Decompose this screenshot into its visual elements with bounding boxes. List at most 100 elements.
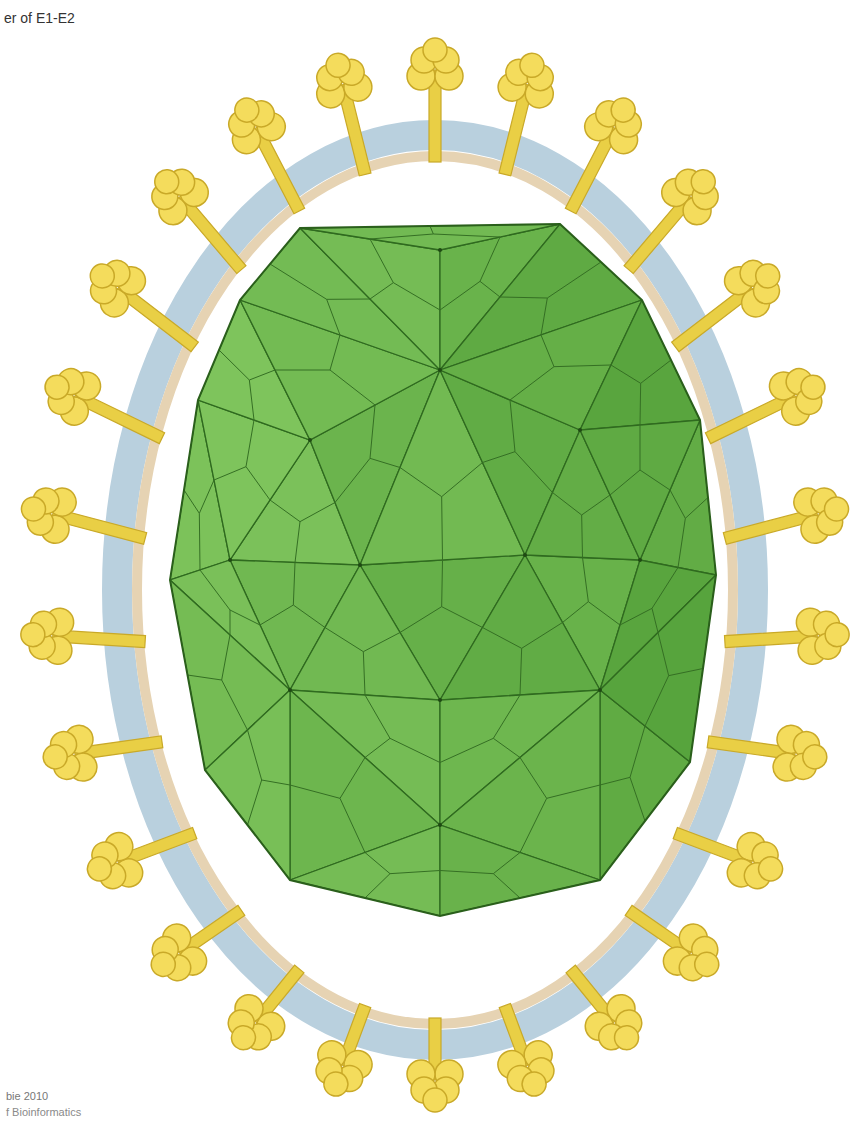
capsomer-edge [440,281,480,310]
spike-head-lobe [84,853,115,884]
capsomer-edge [248,730,262,780]
capsomer-edge [640,383,642,425]
capsomer-edge [246,467,270,500]
capsomer-edge [300,503,335,522]
capsomer-edge [249,370,275,380]
capsid-vertex [523,553,527,557]
capsomer-edge [184,490,199,513]
e1-e2-spike [718,479,856,566]
capsomer-edge [493,874,520,898]
capsomer-edge [370,458,400,467]
capsomer-edge [493,695,520,738]
capsid-vertex [438,248,442,252]
spike-head-lobe [150,165,184,199]
capsomer-edge [275,370,330,371]
capsomer-edge [547,785,600,798]
capsomer-edge [515,452,553,493]
e1-e2-spike [407,38,463,162]
capsomer-edge [260,605,293,625]
capsomer-edge [652,608,658,632]
capsomer-edge [330,370,375,405]
capsomer-edge [248,780,262,825]
capsomer-edge [441,560,443,607]
capsomer-edge [588,602,620,625]
capsomer-edge [365,853,390,874]
capsomer-edge [222,680,248,730]
capsomer-edge [293,563,295,606]
capsomer-edge [442,463,483,497]
capsomer-edge [500,297,547,298]
capsomer-edge [188,675,222,680]
spike-head-lobe [423,38,447,62]
capsid-face [600,575,716,762]
capsid-face [240,228,440,370]
capsomer-edge [219,350,249,380]
e1-e2-spike [546,87,654,224]
capsomer-edge [400,468,442,497]
capsomer-edge [640,470,670,490]
capsomer-edge [363,633,400,652]
capsomer-edge [493,853,520,874]
capsomer-edge [582,495,610,515]
envelope-inner [137,156,733,1024]
capsomer-edge [365,738,390,757]
capsomer-edge [370,239,393,283]
capsomer-edge [678,518,685,567]
e1-e2-spike [549,951,656,1064]
spike-head-lobe [423,1088,447,1112]
capsomer-edge [442,607,483,628]
capsomer-edge [541,298,547,335]
spike-head-lobe [85,259,119,293]
e1-e2-spike [34,357,174,464]
capsomer-edge [246,420,254,467]
capsomer-edge [520,648,522,695]
e1-e2-spike [704,714,830,786]
e1-e2-spike [19,606,147,670]
capsomer-edge [370,234,433,239]
spike-head-lobe [41,371,73,403]
capsomer-edge [290,785,340,798]
spike-head-lobe [324,51,353,80]
capsomer-edge [480,281,500,297]
capsomer-edge [480,237,500,281]
e1-e2-spike [137,887,257,994]
capsomer-edge [199,480,214,513]
capsid-face [300,228,440,370]
e1-e2-spike [613,887,733,994]
capsomer-edge [230,610,231,635]
capsomer-edge [365,695,390,738]
capsomer-edge [270,264,327,299]
capsomer-edge [230,610,260,625]
spike-head-lobe [42,743,69,770]
e1-e2-spike [479,996,565,1105]
capsomer-edge [669,669,703,676]
capsomer-edge [510,400,515,452]
capsomer-edge [493,738,520,757]
capsomer-edge [365,874,390,898]
capsomer-edge [200,570,230,610]
capsomer-edge [363,652,365,695]
capsomer-edge [390,871,440,874]
e1-e2-spike [39,714,165,786]
capsomer-edge [199,513,201,570]
capsomer-edge [370,405,375,458]
capsomer-edge [581,515,583,558]
capsid-face [440,555,600,700]
capsid [170,224,716,916]
spike-head-lobe [517,51,546,80]
capsomer-edge [325,628,363,652]
capsomer-edge [658,633,669,676]
capsomer-edge [620,608,652,625]
e1-e2-spike [216,87,324,224]
capsomer-edge [400,607,442,633]
capsid-vertex [308,438,312,442]
capsid-vertex [638,558,642,562]
spike-head-lobe [519,1069,550,1100]
e1-e2-spike [305,996,391,1105]
capsomer-edge [393,283,440,310]
spikes [15,38,856,1112]
spike-head-lobe [686,165,720,199]
capsomer-edge [640,425,641,470]
e1-e2-spike [214,951,321,1064]
